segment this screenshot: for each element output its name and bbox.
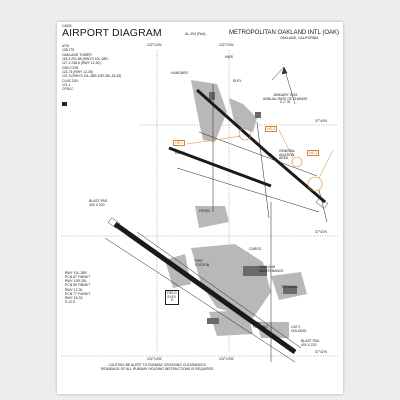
fire-line: STATION — [195, 262, 210, 267]
frequency-line: GND CON — [62, 65, 79, 70]
runway-10r-28l — [168, 146, 272, 188]
longitude-label: 122°13'W — [219, 43, 234, 47]
document-id: 14203 — [62, 24, 72, 28]
frequency-line: 118.3 291.65 (RWYS 10L-28R, — [62, 56, 109, 61]
cat2-holding-label: CAT 2 HOLDING — [291, 325, 307, 333]
north-arrow-icon — [271, 66, 296, 105]
ga-line: GENERAL — [279, 149, 296, 153]
longitude-label: 122°13'W — [219, 357, 234, 361]
frequency-line: CPDLC — [62, 87, 74, 92]
airport-map — [61, 50, 338, 363]
longitude-label: 122°14'W — [147, 43, 162, 47]
legend-line: PCN 59 F/B/W/T — [65, 283, 91, 288]
elev-label: ELEV — [233, 79, 242, 83]
hws-label: HWS — [225, 55, 233, 59]
hangars-label: HANGARS — [171, 71, 188, 75]
runway-10l-28r — [196, 88, 272, 158]
apron-areas — [165, 80, 307, 338]
legend-line: RWY 15-33 — [65, 295, 83, 300]
cargo-label: CARGO — [249, 247, 262, 251]
fedex-label: FEDEX — [199, 209, 211, 213]
emas-label: EMAS — [175, 151, 185, 155]
frequency-line: ATIS — [62, 44, 70, 48]
magnetic-variation: JANUARY 2015 ANNUAL RATE OF CHANGE 0.1° … — [263, 93, 308, 105]
blast-line: 400 X 220 — [301, 342, 317, 347]
legend-line: RWY 10L-28R — [65, 271, 87, 275]
legend-line: PCN 67 F/B/W/T — [65, 275, 91, 280]
runway-pcn-legend: RWY 10L-28R PCN 67 F/B/W/T RWY 10R-28L P… — [65, 271, 91, 305]
blast-pad-label: BLAST PAD 400 X 220 — [301, 339, 320, 347]
latitude-label: 37°42'N — [315, 350, 327, 354]
blast-pad-markers — [107, 197, 329, 229]
field-line: 9 — [170, 298, 173, 303]
legend-line: S-12.5 — [65, 299, 75, 304]
runway-15-33 — [113, 221, 297, 355]
airport-diagram-sheet: 14203 AIRPORT DIAGRAM AL-294 (FAA) METRO… — [57, 22, 343, 394]
variation-line: ANNUAL RATE OF CHANGE — [263, 96, 308, 101]
caution-line: READBACK OF ALL RUNWAY HOLDING INSTRUCTI… — [101, 366, 215, 371]
ga-line: AREA — [279, 156, 289, 161]
airport-city: OAKLAND, CALIFORNIA — [280, 36, 319, 40]
fire-station-label: FIRE STATION — [195, 259, 210, 267]
maint-line: MAINTENANCE — [259, 268, 284, 273]
field-line: ELEV — [167, 294, 177, 299]
caution-line: CAUTION: BE ALERT TO RUNWAY CROSSING CLE… — [108, 363, 207, 367]
hot-spot-label: HS 1 — [173, 140, 185, 147]
frequency-line: 127.2 236.6 (RWY 12-30) — [62, 61, 101, 66]
frequency-line: OAKLAND TOWER — [62, 52, 92, 57]
taxiways — [104, 84, 328, 363]
field-line: FIELD — [167, 291, 177, 295]
legend-line: RWY 12-30 — [65, 287, 83, 292]
hot-spot-label: HS 2 — [265, 126, 277, 133]
al-code: AL-294 (FAA) — [185, 32, 206, 36]
blast-line: 400 X 220 — [89, 202, 105, 207]
frequency-line: 121.1 — [62, 82, 71, 87]
caution-note: CAUTION: BE ALERT TO RUNWAY CROSSING CLE… — [101, 363, 215, 371]
variation-line: JANUARY 2015 — [273, 93, 298, 97]
cat2-line: CAT 2 — [291, 325, 301, 329]
blast-line: BLAST PAD — [89, 199, 108, 203]
maint-line: OAKLAND — [259, 265, 276, 269]
building-blocks — [207, 92, 297, 324]
blast-pad-label: BLAST PAD 400 X 220 — [89, 199, 108, 207]
cpdlc-badge — [62, 101, 67, 106]
maintenance-label: OAKLAND MAINTENANCE — [259, 265, 284, 273]
longitude-label: 122°14'W — [147, 357, 162, 361]
ron-parking-label: RON PARKING — [253, 321, 269, 329]
runway-12-30 — [268, 152, 326, 204]
field-elevation-box: FIELD ELEV 9 — [165, 290, 179, 306]
hot-spot-label: HS 3 — [307, 150, 319, 157]
ga-line: AVIATION — [279, 152, 295, 157]
ron-line: PARKING — [253, 324, 269, 329]
frequency-line: 128.775 — [62, 48, 75, 53]
terminal-label: TERMINAL — [281, 285, 299, 289]
fire-line: FIRE — [195, 259, 203, 263]
frequency-line: 121.9 (RWYS 10L-28R,10R-28L,15-33) — [62, 74, 122, 79]
hot-spot-leaders — [186, 129, 334, 179]
runways — [113, 88, 326, 355]
frequency-list: ATIS 128.775 OAKLAND TOWER 118.3 291.65 … — [62, 44, 130, 111]
cat2-line: HOLDING — [291, 328, 307, 333]
latitude-label: 37°44'N — [315, 119, 327, 123]
variation-line: 0.1° W — [280, 100, 291, 105]
airport-name: METROPOLITAN OAKLAND INTL (OAK) — [229, 30, 340, 36]
ron-line: RON — [253, 321, 261, 325]
frequency-line: 121.75 (RWY 12-30) — [62, 69, 93, 74]
page-title: AIRPORT DIAGRAM — [62, 27, 162, 39]
frequency-line: CLNC DEL — [62, 78, 79, 83]
blast-line: BLAST PAD — [301, 339, 320, 343]
legend-line: PCN 77 F/A/W/T — [65, 291, 91, 296]
legend-line: RWY 10R-28L — [65, 279, 87, 284]
general-aviation-label: GENERAL AVIATION AREA — [279, 149, 296, 161]
latitude-label: 37°43'N — [315, 230, 327, 234]
hot-spot-circles — [238, 127, 323, 192]
